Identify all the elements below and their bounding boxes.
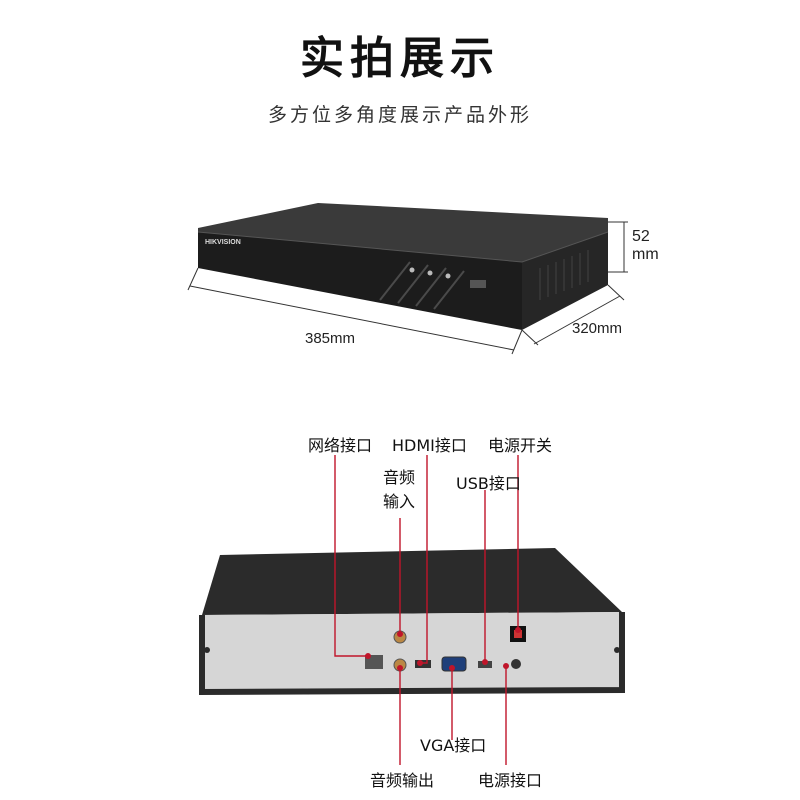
height-value: 52: [632, 228, 650, 245]
vga-port: [441, 656, 467, 672]
brand-logo: HIKVISION: [205, 239, 241, 246]
depth-dimension: 320mm: [572, 320, 623, 337]
label-audio-input: 音频 输入: [383, 466, 423, 514]
dimension-lines: [187, 221, 628, 355]
rear-top-surface: [202, 548, 622, 615]
label-usb-port: USB接口: [456, 474, 521, 493]
page-title: 实拍展示: [300, 33, 500, 84]
device-front-face: [198, 232, 522, 330]
rear-panel: [202, 612, 622, 692]
height-unit: mm: [632, 246, 659, 263]
label-network-port: 网络接口: [308, 436, 373, 455]
device-side-face: [522, 232, 608, 330]
rear-device-image: [199, 548, 625, 696]
label-vga-port: VGA接口: [420, 736, 487, 755]
page-subtitle: 多方位多角度展示产品外形: [267, 104, 532, 126]
front-usb-port: [470, 280, 486, 288]
hdmi-port: [415, 660, 431, 668]
label-power-port: 电源接口: [478, 771, 543, 790]
label-hdmi-port: HDMI接口: [392, 436, 467, 455]
status-led: [409, 267, 415, 273]
front-device-image: HIKVISION: [197, 203, 609, 330]
width-dimension: 385mm: [305, 330, 356, 347]
height-dimension: 52 mm: [632, 228, 659, 264]
label-power-switch: 电源开关: [488, 436, 553, 455]
device-top-surface: [198, 203, 608, 262]
label-audio-output: 音频输出: [370, 771, 435, 790]
status-led: [427, 270, 433, 276]
label-audio-input-line1: 音频: [383, 468, 416, 487]
side-vents: [539, 250, 589, 300]
front-stripes: [379, 261, 465, 310]
status-led: [445, 273, 451, 279]
callout-dots: [365, 627, 521, 671]
label-audio-input-line2: 输入: [383, 492, 416, 511]
power-port: [511, 659, 521, 669]
